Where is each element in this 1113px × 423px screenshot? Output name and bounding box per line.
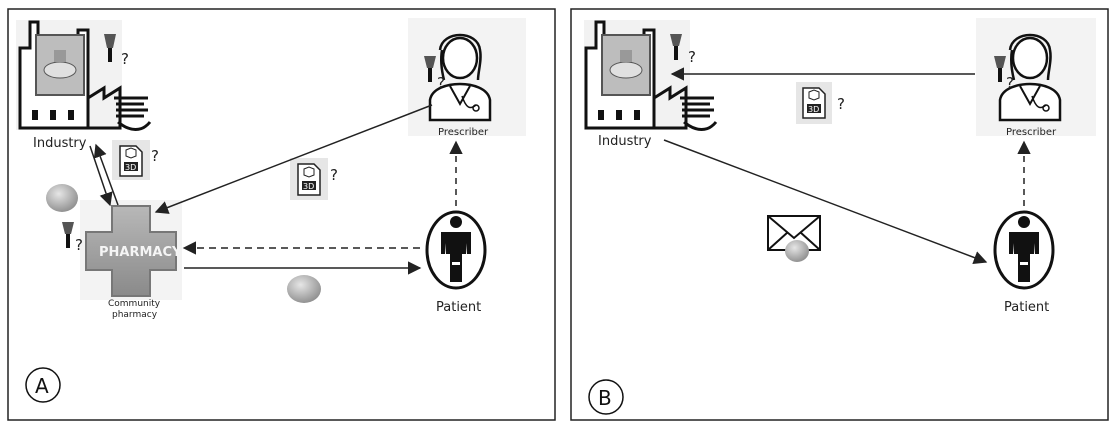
pill-icon-b	[785, 240, 809, 262]
pharmacy-cross-icon: PHARMACY	[80, 200, 182, 300]
svg-text:3D: 3D	[808, 105, 819, 114]
prescriber-icon	[408, 18, 526, 136]
3d-file-icon: 3D	[112, 140, 150, 180]
pill-icon-center	[287, 275, 321, 303]
prescriber-question-mark: ?	[437, 74, 445, 92]
arrow-pharmacy-to-industry	[93, 143, 119, 206]
prescriber-icon-b	[976, 18, 1096, 136]
industry-label-b: Industry	[598, 134, 652, 149]
arrow-industry-to-pharmacy	[89, 145, 113, 207]
file-question-mark: ?	[151, 147, 159, 165]
panel-a-label: A	[35, 374, 49, 398]
prescriber-printer-nozzle-icon-b	[994, 56, 1006, 82]
patient-icon	[425, 210, 487, 290]
pharmacy-question-mark: ?	[75, 236, 83, 254]
filament-spool-icon	[114, 96, 152, 131]
arrow-prescriber-to-pharmacy	[154, 104, 433, 214]
3d-file-icon-b: 3D	[796, 82, 832, 124]
center-file-question-mark: ?	[330, 166, 338, 184]
pharmacy-printer-nozzle-icon	[62, 222, 74, 248]
prescriber-printer-nozzle-icon	[424, 56, 436, 82]
industry-factory-icon	[16, 20, 122, 130]
panel-a: ? Industry 3D ?	[7, 8, 556, 421]
printer-nozzle-icon-b	[670, 34, 682, 60]
panel-a-label-circle	[25, 367, 61, 403]
panel-b: ? Industry 3D ? ? Pre	[570, 8, 1109, 421]
patient-icon-b	[993, 210, 1055, 290]
industry-question-mark: ?	[121, 50, 129, 68]
patient-label: Patient	[436, 300, 481, 315]
svg-text:3D: 3D	[303, 182, 314, 191]
file-question-mark-b: ?	[837, 95, 845, 113]
arrow-industry-to-patient	[663, 139, 988, 265]
3d-file-icon-center: 3D	[290, 158, 328, 200]
svg-text:PHARMACY: PHARMACY	[99, 245, 182, 260]
prescriber-label-b: Prescriber	[1006, 127, 1057, 138]
printer-nozzle-icon	[104, 34, 116, 62]
filament-spool-icon-b	[680, 96, 718, 131]
panel-b-label: B	[598, 386, 612, 410]
prescriber-label: Prescriber	[438, 127, 489, 138]
panel-b-label-circle	[588, 379, 624, 415]
patient-label-b: Patient	[1004, 300, 1049, 315]
pill-icon	[46, 184, 78, 212]
pharmacy-label-line2: pharmacy	[112, 310, 158, 320]
industry-label: Industry	[33, 136, 87, 151]
svg-text:3D: 3D	[125, 163, 136, 172]
industry-question-mark-b: ?	[688, 48, 696, 66]
prescriber-question-mark-b: ?	[1006, 74, 1014, 92]
pharmacy-label-line1: Community	[108, 299, 161, 309]
